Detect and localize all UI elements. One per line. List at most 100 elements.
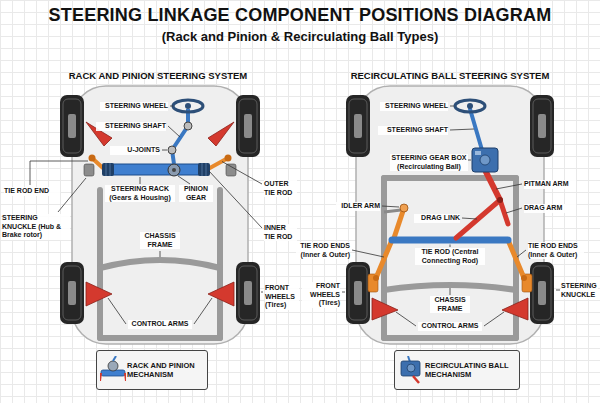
gearbox-icon (401, 361, 420, 376)
leader-line (517, 250, 526, 257)
part-label: PITMAN ARM (524, 180, 576, 189)
wheel (244, 281, 252, 305)
leader-line (222, 162, 262, 185)
part-label: STEERING RACK (Gears & Housing) (105, 185, 175, 202)
wheel (244, 114, 252, 138)
wheel (68, 114, 76, 138)
wheel (354, 114, 362, 138)
recirculating-ball-linkage (456, 200, 500, 238)
wheel (354, 281, 362, 305)
leader-line (484, 312, 504, 326)
recirculating-ball-linkage (472, 148, 498, 172)
recirculating-ball-linkage (373, 275, 379, 281)
part-label: STEERING WHEEL (100, 102, 168, 111)
steering-knuckle (522, 274, 532, 292)
mechanism-label: RECIRCULATING BALL MECHANISM (425, 361, 515, 379)
part-label: CONTROL ARMS (128, 320, 192, 329)
chassis-frame (100, 260, 220, 268)
mechanism-label: RACK AND PINION MECHANISM (127, 361, 203, 379)
wheel (236, 262, 260, 324)
leader-line (140, 177, 141, 184)
part-label: IDLER ARM (336, 202, 380, 211)
leader-line (30, 106, 560, 326)
wheel (239, 266, 257, 320)
leader-line (108, 298, 126, 324)
recirculating-ball-linkage (470, 109, 482, 150)
control-arm (208, 282, 234, 306)
rack-icon (108, 361, 118, 371)
part-label: FRONT WHEELS (Tires) (265, 284, 299, 310)
part-label: TIE ROD ENDS (Inner & Outer) (296, 242, 350, 259)
recirculating-ball-linkage (497, 197, 503, 203)
leader-line (450, 129, 474, 130)
car-body (72, 86, 544, 344)
chassis-frame (384, 335, 516, 341)
leader-line (450, 245, 451, 248)
part-label: TIE ROD ENDS (Inner & Outer) (528, 242, 584, 259)
part-label: TIE ROD END (4, 187, 60, 196)
recirculating-ball-linkage (376, 240, 392, 278)
rack-icon (100, 356, 126, 384)
leader-line (162, 150, 167, 151)
leader-line (450, 288, 451, 295)
control-arm (372, 298, 398, 320)
rack-and-pinion-linkage (184, 122, 192, 130)
recirculating-ball-linkage (400, 204, 408, 212)
chassis-frame (217, 190, 223, 338)
wheel (349, 99, 367, 153)
leader-line (496, 184, 522, 189)
wheel (530, 262, 554, 324)
wheel (349, 266, 367, 320)
leader-line (382, 206, 399, 207)
recirculating-ball-linkage (480, 155, 490, 165)
leader-line (468, 160, 471, 161)
part-label: OUTER TIE ROD (264, 180, 297, 197)
wheel (236, 95, 260, 157)
steering-knuckle (84, 164, 94, 176)
part-label: CHASSIS FRAME (430, 296, 470, 313)
leader-line (58, 178, 86, 212)
panel-heading: RECIRCULATING BALL STEERING SYSTEM (332, 70, 568, 81)
rack-and-pinion-linkage (168, 164, 180, 176)
leader-line (261, 292, 263, 293)
steering-knuckle (226, 164, 236, 176)
diagram-title: STEERING LINKAGE COMPONENT POSITIONS DIA… (0, 4, 600, 26)
control-arm (208, 122, 234, 146)
recirculating-ball-linkage (392, 237, 508, 244)
rack-and-pinion-linkage (108, 164, 204, 175)
chassis-frame (100, 335, 220, 341)
rack-and-pinion-linkage (89, 155, 96, 162)
recirculating-ball-linkage (486, 172, 500, 200)
rack-and-pinion-linkage (173, 100, 203, 112)
leader-line (396, 312, 416, 326)
recirculating-ball-linkage (500, 200, 508, 224)
steering-knuckle (368, 274, 378, 292)
leader-line (209, 171, 262, 228)
panel-heading: RACK AND PINION STEERING SYSTEM (40, 70, 276, 81)
part-label: TIE ROD (Central Connecting Rod) (415, 248, 485, 265)
leader-line (506, 208, 522, 213)
leader-line (168, 126, 180, 137)
chassis-frame (97, 190, 103, 338)
rack-and-pinion-linkage (168, 146, 176, 154)
part-label: STEERING SHAFT (378, 126, 448, 135)
part-label: STEERING KNUCKLE (Hub & Brake rotor) (2, 214, 70, 240)
rack-and-pinion-linkage (89, 100, 232, 176)
part-label: STEERING KNUCKLE (561, 282, 598, 299)
leader-line (170, 106, 173, 107)
wheel (60, 95, 554, 324)
rack-and-pinion-linkage (102, 163, 114, 176)
wheel (533, 99, 551, 153)
rack-and-pinion-linkage (198, 163, 210, 176)
car-body (356, 86, 544, 344)
wheel (68, 281, 76, 305)
part-label: U-JOINTS (110, 146, 160, 155)
recirculating-ball-linkage (521, 275, 527, 281)
rack-and-pinion-linkage (172, 168, 176, 172)
chassis-frame (384, 175, 516, 181)
leader-line (30, 161, 88, 185)
wheel (538, 281, 546, 305)
leader-line (342, 292, 345, 293)
recirculating-ball-linkage (384, 210, 401, 212)
part-label: STEERING GEAR BOX (Recirculating Ball) (390, 154, 468, 171)
